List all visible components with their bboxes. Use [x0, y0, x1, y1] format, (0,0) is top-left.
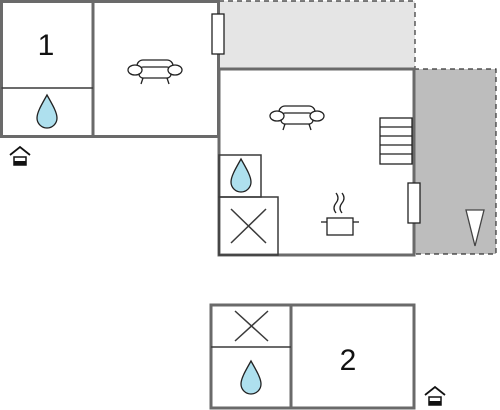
entrance-house-icon [424, 385, 446, 406]
water-drop-icon [230, 157, 252, 193]
unit-1: 1 [0, 0, 220, 138]
terrace-right [413, 68, 497, 255]
sofa-icon [127, 59, 183, 85]
cooking-pot-icon [321, 192, 359, 236]
water-drop-icon [240, 359, 262, 395]
room-2-label: 2 [340, 344, 357, 377]
bed-cross-icon [234, 310, 269, 342]
entrance-house-icon [9, 145, 31, 166]
sofa-icon [269, 105, 325, 131]
bed-cross-icon [230, 208, 267, 244]
door-panel-right [407, 182, 421, 224]
terrace-top [218, 0, 416, 70]
water-drop-icon [36, 93, 58, 129]
unit-2: 2 [209, 303, 416, 410]
outdoor-direction-icon [465, 209, 485, 247]
room-1-label: 1 [38, 29, 55, 62]
stairs-icon [379, 117, 413, 165]
main-block [217, 67, 416, 257]
door-panel-top [211, 13, 225, 55]
